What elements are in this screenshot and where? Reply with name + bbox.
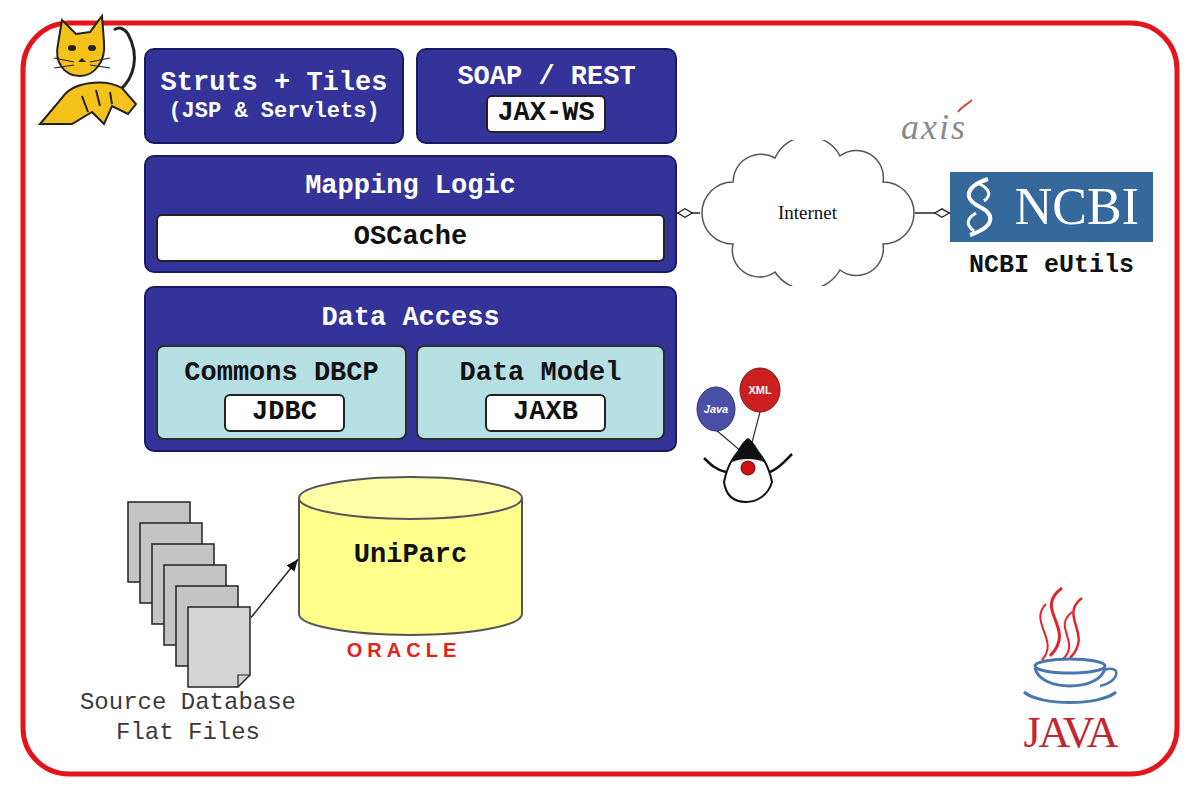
- cat-nose: [78, 58, 86, 62]
- file-stack: Source Database Flat Files: [73, 500, 303, 752]
- component-box: JAX-WS: [486, 95, 606, 132]
- steam: [1062, 612, 1072, 660]
- logo-text: JAVA: [1023, 708, 1116, 759]
- layer-box: Struts + Tiles(JSP & Servlets): [144, 48, 404, 144]
- network-cloud: Internet: [700, 140, 915, 286]
- cat-tail: [114, 28, 134, 90]
- module-box: Data ModelJAXB: [416, 345, 665, 440]
- connector-line: [677, 212, 700, 214]
- box-label: Source Database Flat Files: [73, 688, 303, 748]
- database-cylinder: UniParc: [298, 476, 523, 636]
- balloon-text: XML: [748, 384, 771, 397]
- layer-box: Data AccessCommons DBCP JDBC Data ModelJAX…: [144, 286, 677, 452]
- helix-strand: [969, 179, 990, 235]
- box-label: OSCache: [354, 222, 467, 253]
- duke-nose: [741, 461, 755, 475]
- service-logo: NCBI NCBI eUtils: [950, 172, 1153, 284]
- cup-handle: [1100, 669, 1116, 686]
- logo-text: axis: [901, 107, 967, 148]
- cat-eye: [68, 45, 76, 51]
- box-label: NCBI: [1015, 172, 1139, 242]
- helix-strand: [968, 183, 989, 231]
- box-sublabel: NCBI eUtils: [969, 252, 1134, 281]
- box-label: Struts + Tiles: [161, 68, 388, 99]
- cup-rim: [1035, 659, 1105, 673]
- box-label: JDBC: [252, 397, 317, 428]
- layer-box: Mapping LogicOSCache: [144, 155, 677, 273]
- cylinder-top: [299, 477, 522, 519]
- duke-head: [732, 438, 764, 462]
- xml-balloon: [740, 368, 780, 412]
- box-label: Data Model: [459, 358, 621, 389]
- tomcat-icon: [40, 16, 136, 124]
- box-label: JAX-WS: [497, 98, 594, 129]
- component-box: JAXB: [485, 394, 606, 432]
- steam: [1040, 604, 1047, 660]
- box-label: Data Access: [321, 303, 499, 334]
- cat-whiskers: [54, 58, 110, 68]
- pages-outline: [127, 501, 251, 689]
- box-label: JAXB: [513, 397, 578, 428]
- module-box: Commons DBCP JDBC: [156, 345, 407, 440]
- box-label: Internet: [778, 202, 837, 224]
- page-sheet: [188, 607, 250, 687]
- saucer: [1024, 692, 1116, 703]
- connector-line: [915, 212, 950, 214]
- box-label: UniParc: [354, 540, 467, 571]
- cat-body: [40, 83, 136, 124]
- java-balloon: [697, 387, 735, 431]
- steam: [1070, 598, 1082, 658]
- cup-body: [1035, 668, 1105, 686]
- component-box: JDBC: [224, 394, 345, 432]
- cat-eye: [88, 45, 96, 51]
- logo-text: ORACLE: [347, 639, 461, 662]
- frame-border: [23, 23, 1177, 774]
- connector-line: [251, 559, 298, 617]
- java-logo: [1024, 588, 1116, 703]
- helix-symbol: [958, 175, 1002, 239]
- duke-mascot: [697, 368, 792, 502]
- box-sublabel: (JSP & Servlets): [168, 99, 379, 124]
- cat-stripes: [82, 90, 112, 112]
- balloon-text: Java: [704, 403, 728, 416]
- layer-box: SOAP / REST JAX-WS: [416, 48, 677, 144]
- box-label: SOAP / REST: [457, 62, 635, 93]
- steam: [1050, 588, 1062, 656]
- page-fold: [238, 675, 250, 687]
- box-label: Commons DBCP: [184, 358, 378, 389]
- box-label: Mapping Logic: [305, 171, 516, 202]
- component-box: OSCache: [156, 214, 665, 262]
- cloud-path: [702, 140, 914, 286]
